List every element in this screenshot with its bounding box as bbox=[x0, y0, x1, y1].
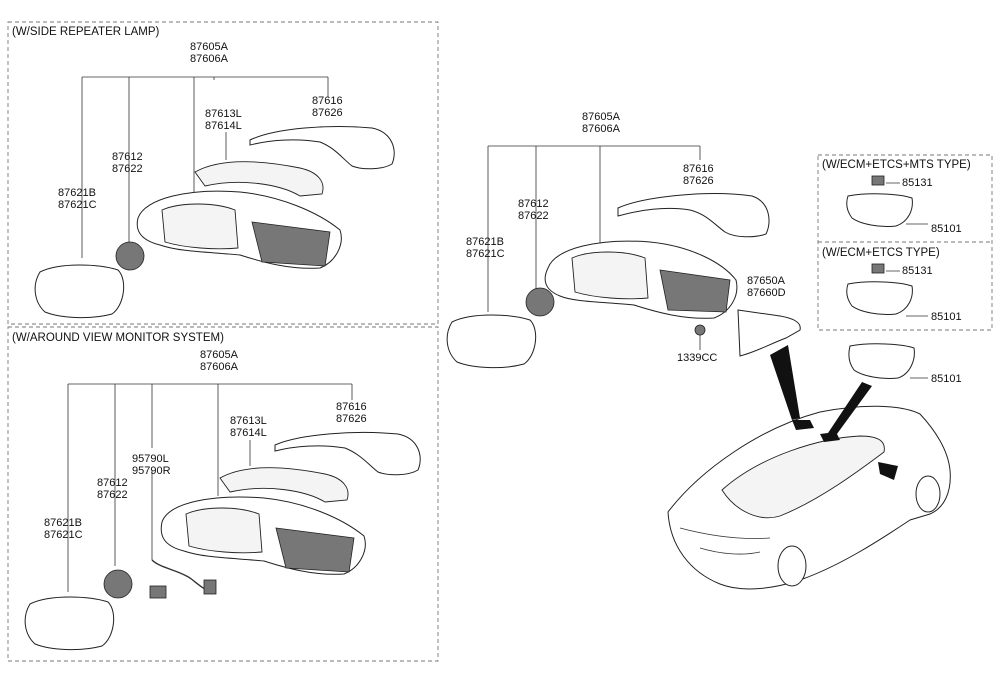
label-87621B-c: 87621B bbox=[466, 236, 504, 248]
leader-lines bbox=[81, 76, 329, 258]
section-title-ecm-etcs-mts: (W/ECM+ETCS+MTS TYPE) bbox=[822, 159, 971, 171]
inside-mirror-a bbox=[846, 193, 913, 227]
section-box-side-repeater bbox=[7, 21, 439, 325]
label-87612: 87612 bbox=[112, 151, 143, 163]
leader-lines-c bbox=[487, 145, 701, 312]
label-87614L-b: 87614L bbox=[230, 427, 267, 439]
car-side-mirror-highlight bbox=[878, 462, 898, 480]
mirror-cover-b bbox=[274, 431, 421, 476]
label-85101-b: 85101 bbox=[931, 311, 962, 323]
mirror-housing-cavity-c bbox=[571, 251, 649, 300]
label-87612-b: 87612 bbox=[97, 477, 128, 489]
inside-mirror-b bbox=[846, 281, 913, 315]
mirror-actuator bbox=[115, 241, 145, 271]
group-center: 87605A 87606A 87616 87626 87612 87622 87… bbox=[446, 111, 801, 369]
label-87616-b: 87616 bbox=[336, 401, 367, 413]
label-87621B-b: 87621B bbox=[44, 517, 82, 529]
label-87650A: 87650A bbox=[747, 275, 786, 287]
section-box-around-view bbox=[7, 326, 439, 662]
mirror-actuator-b bbox=[103, 569, 133, 599]
section-box-ecm bbox=[817, 154, 993, 331]
label-87606A: 87606A bbox=[190, 53, 229, 65]
label-87605A: 87605A bbox=[190, 41, 229, 53]
car-rear-lines bbox=[679, 527, 771, 555]
inside-mirror-c bbox=[848, 343, 915, 379]
label-87622: 87622 bbox=[112, 163, 143, 175]
mirror-cover bbox=[249, 126, 395, 170]
label-87616: 87616 bbox=[312, 95, 343, 107]
label-87613L-b: 87613L bbox=[230, 415, 267, 427]
side-repeater-lamp bbox=[194, 161, 324, 197]
mirror-bracket-c bbox=[659, 269, 731, 313]
section-title-around-view: (W/AROUND VIEW MONITOR SYSTEM) bbox=[12, 332, 224, 344]
label-87606A-b: 87606A bbox=[200, 361, 239, 373]
label-95790R: 95790R bbox=[132, 465, 171, 477]
label-87621C-c: 87621C bbox=[466, 248, 505, 260]
label-87605A-b: 87605A bbox=[200, 349, 239, 361]
label-87626: 87626 bbox=[312, 107, 343, 119]
nut-1339CC bbox=[694, 324, 706, 336]
label-85131-b: 85131 bbox=[902, 265, 933, 277]
pointer-arrow-2 bbox=[826, 382, 872, 438]
label-87626-c: 87626 bbox=[683, 175, 714, 187]
car-rear-window bbox=[721, 435, 885, 519]
leader-lines-b bbox=[67, 383, 353, 592]
mirror-glass-c bbox=[446, 314, 537, 369]
section-title-side-repeater: (W/SIDE REPEATER LAMP) bbox=[12, 26, 160, 38]
label-85131-a: 85131 bbox=[902, 177, 933, 189]
leaders-ecm-b bbox=[886, 270, 928, 317]
vehicle-illustration bbox=[667, 345, 951, 590]
camera-unit bbox=[149, 585, 167, 599]
car-rear-wheel bbox=[777, 545, 807, 587]
mirror-bracket bbox=[251, 221, 331, 267]
label-87606A-c: 87606A bbox=[582, 123, 621, 135]
label-87621C-b: 87621C bbox=[44, 529, 83, 541]
mirror-housing-cavity-b bbox=[185, 507, 263, 554]
mirror-bracket-b bbox=[275, 527, 355, 573]
label-87605A-c: 87605A bbox=[582, 111, 621, 123]
label-87616-c: 87616 bbox=[683, 163, 714, 175]
mirror-housing-cavity bbox=[161, 203, 239, 250]
mirror-glass-b bbox=[24, 596, 115, 651]
label-87621B: 87621B bbox=[58, 187, 96, 199]
group-around-view: 87605A 87606A 87613L 87614L 87616 87626 … bbox=[24, 349, 421, 651]
leaders-ecm-a bbox=[886, 182, 928, 225]
label-87614L: 87614L bbox=[205, 120, 242, 132]
side-repeater-lamp-b bbox=[219, 467, 349, 503]
mirror-cover-c bbox=[617, 193, 770, 238]
mirror-base-cover bbox=[737, 309, 801, 357]
label-87613L: 87613L bbox=[205, 108, 242, 120]
label-87626-b: 87626 bbox=[336, 413, 367, 425]
section-title-ecm-etcs: (W/ECM+ETCS TYPE) bbox=[822, 247, 940, 259]
car-front-wheel bbox=[915, 475, 941, 513]
label-87612-c: 87612 bbox=[518, 198, 549, 210]
label-1339CC: 1339CC bbox=[677, 352, 717, 364]
label-95790L: 95790L bbox=[132, 453, 169, 465]
camera-connector bbox=[203, 579, 217, 595]
mirror-cover-85131-a bbox=[871, 175, 885, 186]
label-87660D: 87660D bbox=[747, 287, 786, 299]
label-87622-b: 87622 bbox=[97, 489, 128, 501]
pointer-arrow-1 bbox=[770, 345, 800, 420]
group-inside-mirrors: 85131 85101 85131 85101 85101 bbox=[846, 175, 962, 385]
mirror-actuator-c bbox=[525, 287, 555, 317]
group-side-repeater: 87605A 87606A 87613L 87614L 87616 87626 … bbox=[34, 41, 395, 319]
car-mirror-highlight bbox=[792, 420, 814, 430]
label-85101-c: 85101 bbox=[931, 373, 962, 385]
mirror-cover-85131-b bbox=[871, 263, 885, 274]
label-87621C: 87621C bbox=[58, 199, 97, 211]
label-85101-a: 85101 bbox=[931, 223, 962, 235]
mirror-glass bbox=[34, 264, 125, 319]
label-87622-c: 87622 bbox=[518, 210, 549, 222]
